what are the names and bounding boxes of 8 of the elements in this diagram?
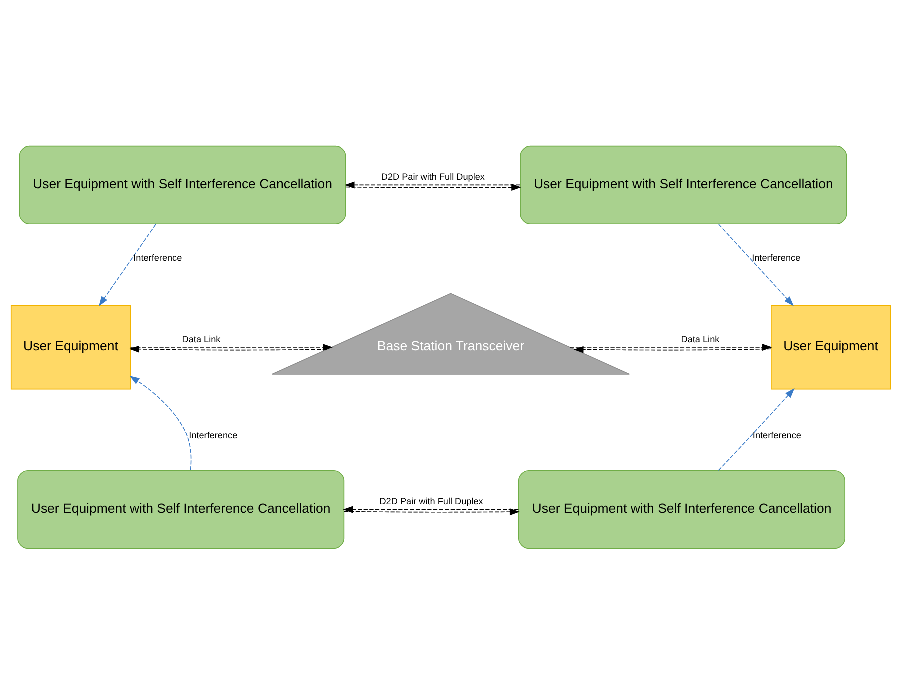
edge-label: Interference (752, 430, 802, 440)
edge-label: Data Link (681, 334, 720, 344)
edge-label: Data Link (182, 334, 221, 344)
edge-label: Interference (752, 252, 801, 263)
edge-label: D2D Pair with Full Duplex (380, 496, 484, 506)
edge-label: D2D Pair with Full Duplex (381, 172, 486, 182)
edge-label: Interference (189, 430, 238, 440)
edge-label: Interference (134, 252, 182, 263)
